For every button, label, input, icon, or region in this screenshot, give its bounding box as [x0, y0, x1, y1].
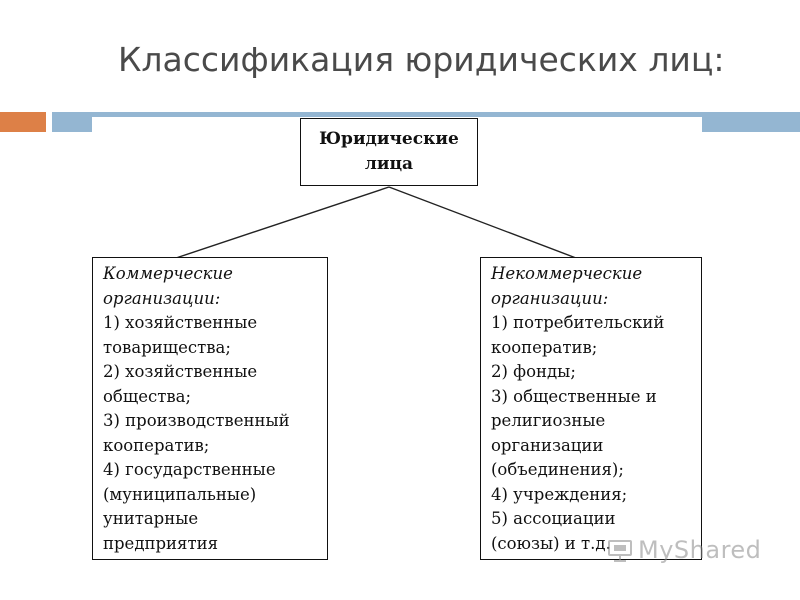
list-item: 3) производственный — [103, 411, 290, 430]
list-item: товарищества; — [103, 337, 231, 357]
list-item: 2) фонды; — [491, 362, 576, 381]
list-item: 4) государственные — [103, 460, 276, 479]
myshared-logo-icon — [608, 540, 632, 562]
list-item: религиозные — [491, 411, 606, 430]
accent-band-blue-right — [702, 112, 800, 132]
list-item: 2) хозяйственные — [103, 362, 258, 381]
accent-band-blue-left — [52, 112, 92, 132]
list-item: 1) потребительский — [491, 313, 665, 332]
accent-band-blue-top — [92, 112, 702, 117]
slide-title: Классификация юридических лиц: — [118, 40, 725, 79]
edge-root-left — [175, 186, 390, 259]
list-item: предприятия — [103, 533, 218, 553]
node-noncommercial-organizations: Некоммерческие организации: 1) потребите… — [480, 257, 702, 560]
node-root-line: лица — [364, 154, 414, 174]
list-item: организации — [491, 435, 604, 455]
node-commercial-organizations: Коммерческие организации: 1) хозяйственн… — [92, 257, 328, 560]
node-legal-entities: Юридические лица — [300, 118, 478, 186]
list-item: кооператив; — [103, 435, 210, 455]
accent-band-orange — [0, 112, 46, 132]
node-header-line: Некоммерческие — [491, 264, 643, 283]
node-header-line: организации: — [491, 288, 609, 308]
list-item: (муниципальные) — [103, 484, 257, 504]
list-item: (объединения); — [491, 460, 624, 479]
watermark-text: MyShared — [638, 536, 762, 564]
list-item: 5) ассоциации — [491, 509, 616, 528]
list-item: 4) учреждения; — [491, 484, 628, 504]
node-root-line: Юридические — [319, 129, 459, 149]
list-item: кооператив; — [491, 337, 598, 357]
list-item: унитарные — [103, 509, 199, 528]
list-item: 3) общественные и — [491, 386, 657, 406]
watermark: MyShared — [606, 536, 761, 564]
list-item: общества; — [103, 386, 192, 406]
node-header-line: организации: — [103, 288, 221, 308]
list-item: (союзы) и т.д. — [491, 533, 611, 553]
edge-root-right — [388, 186, 577, 259]
node-header-line: Коммерческие — [103, 264, 233, 283]
list-item: 1) хозяйственные — [103, 313, 258, 332]
